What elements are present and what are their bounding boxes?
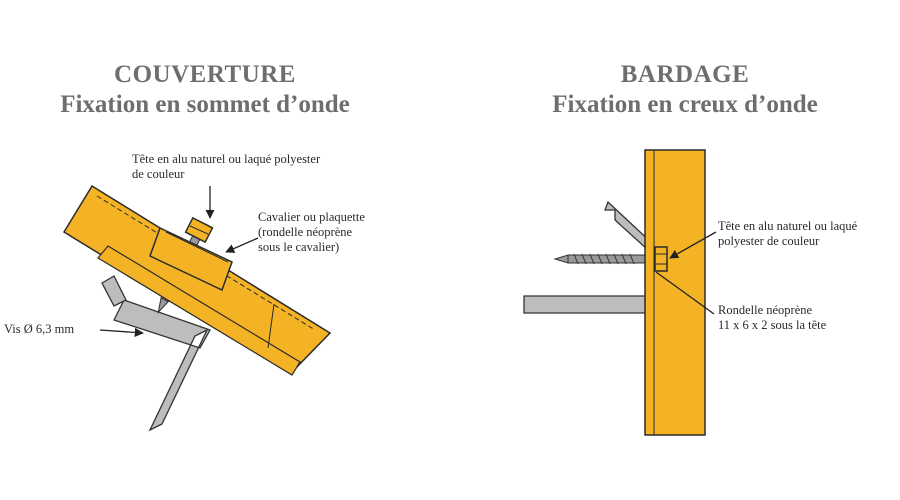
roof-saddle-label-line3: sous le cavalier): [258, 240, 340, 254]
roof-saddle: [149, 226, 233, 292]
roof-assembly: [62, 184, 332, 432]
cladding-washer-label: Rondelle néoprène 11 x 6 x 2 sous la têt…: [718, 303, 826, 333]
cladding-head-label-line1: Tête en alu naturel ou laqué: [718, 219, 858, 233]
left-title: COUVERTURE Fixation en sommet d’onde: [15, 60, 395, 120]
roof-saddle-arrow: [225, 237, 259, 253]
cladding-washer-label-line1: Rondelle néoprène: [718, 303, 813, 317]
roof-purlin: [113, 299, 211, 432]
left-title-line1: COUVERTURE: [114, 61, 296, 88]
cladding-washer-label-line2: 11 x 6 x 2 sous la tête: [718, 318, 827, 332]
cladding-sheet: [644, 149, 706, 436]
roof-saddle-label: Cavalier ou plaquette (rondelle néoprène…: [258, 210, 365, 255]
right-title-line2: Fixation en creux d’onde: [552, 91, 818, 118]
cladding-screw-head: [654, 246, 668, 272]
cladding-washer-leader: [655, 271, 715, 315]
cladding-assembly: [523, 149, 717, 436]
right-title: BARDAGE Fixation en creux d’onde: [495, 60, 875, 120]
roof-screw-label: Vis Ø 6,3 mm: [4, 322, 75, 336]
roof-screw-arrow: [99, 327, 144, 337]
right-title-line1: BARDAGE: [620, 61, 750, 88]
roof-head-label: Tête en alu naturel ou laqué polyester d…: [132, 152, 320, 182]
roof-head-label-line1: Tête en alu naturel ou laqué polyester: [132, 152, 321, 166]
cladding-head-label-line2: polyester de couleur: [718, 234, 820, 248]
roof-purlin-flange: [101, 275, 127, 307]
roof-saddle-label-line1: Cavalier ou plaquette: [258, 210, 365, 224]
left-title-line2: Fixation en sommet d’onde: [60, 91, 350, 118]
roof-sheet-wave: [97, 245, 301, 376]
cladding-head-arrow: [669, 231, 717, 259]
roof-saddle-label-line2: (rondelle néoprène: [258, 225, 353, 239]
cladding-head-label: Tête en alu naturel ou laqué polyester d…: [718, 219, 857, 249]
cladding-screw: [553, 253, 649, 265]
roof-head-label-line2: de couleur: [132, 167, 185, 181]
